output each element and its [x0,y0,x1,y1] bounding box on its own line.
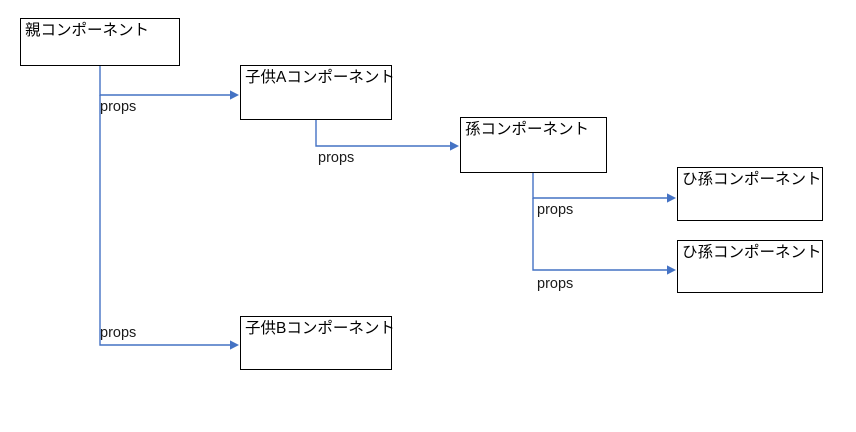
edge-parent-to-child-a [99,66,239,100]
node-label-child-b: 子供Bコンポーネント [245,320,395,337]
node-label-parent: 親コンポーネント [25,22,150,39]
node-label-child-a: 子供Aコンポーネント [245,69,395,86]
node-label-great-grandchild-1: ひ孫コンポーネント [682,171,822,188]
edge-label-grandchild-to-great-2: props [537,276,574,292]
edge-line [315,120,453,147]
edge-line [532,173,670,199]
edge-label-parent-to-child-a: props [100,99,137,115]
node-parent[interactable]: 親コンポーネント [20,18,180,66]
arrowhead-icon [667,193,676,203]
node-label-grandchild: 孫コンポーネント [465,121,590,138]
arrowhead-icon [667,265,676,275]
edge-line [99,66,233,96]
arrowhead-icon [230,90,239,100]
arrowhead-icon [230,340,239,350]
edge-line [99,95,233,346]
node-child-b[interactable]: 子供Bコンポーネント [240,316,395,370]
node-label-great-grandchild-2: ひ孫コンポーネント [682,244,822,261]
node-grandchild[interactable]: 孫コンポーネント [460,117,607,173]
edge-grandchild-to-great-1 [532,173,676,203]
arrowhead-icon [450,141,459,151]
edge-child-a-to-grandchild [315,120,459,151]
node-child-a[interactable]: 子供Aコンポーネント [240,65,395,120]
node-great-grandchild-1[interactable]: ひ孫コンポーネント [677,167,823,221]
node-great-grandchild-2[interactable]: ひ孫コンポーネント [677,240,823,293]
edge-label-child-a-to-grandchild: props [318,150,355,166]
edge-parent-to-child-b [99,95,239,350]
edge-label-grandchild-to-great-1: props [537,202,574,218]
edge-label-parent-to-child-b: props [100,325,137,341]
